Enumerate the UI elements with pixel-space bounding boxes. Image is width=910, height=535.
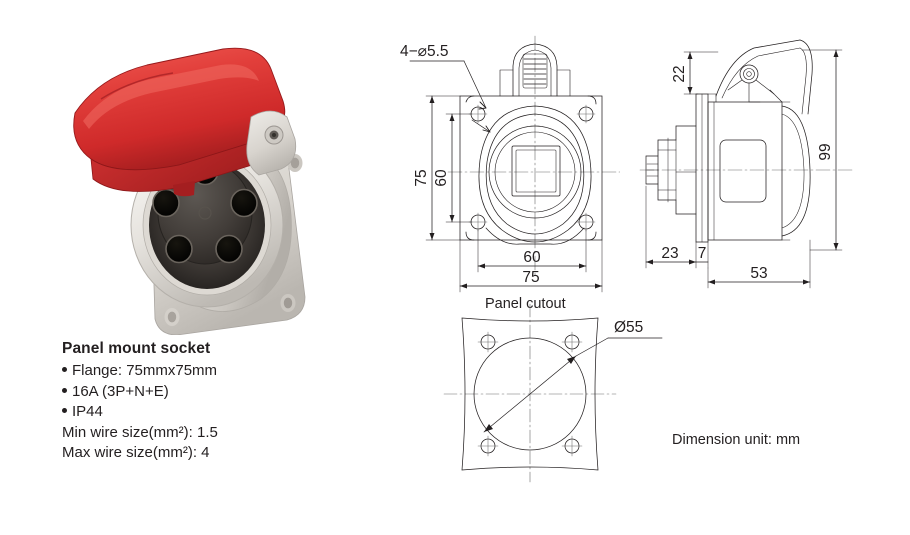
diameter-label: Ø55 xyxy=(614,319,643,336)
dim-label-99: 99 xyxy=(817,143,834,160)
dim-23 xyxy=(645,185,697,269)
spec-max-wire: Max wire size(mm²): 4 xyxy=(62,444,210,461)
spec-bullet-ip: IP44 xyxy=(62,402,342,423)
lid-arm xyxy=(715,39,801,97)
dim-60-vertical xyxy=(445,113,473,223)
dim-label-60-vertical: 60 xyxy=(433,169,450,187)
dim-60-horizontal xyxy=(477,229,587,273)
housing-body xyxy=(707,101,783,241)
cutout-mounting-holes xyxy=(477,331,583,457)
spec-bullet-rating: 16A (3P+N+E) xyxy=(62,382,342,403)
dim-99 xyxy=(801,49,843,251)
cutout-bore xyxy=(473,337,587,451)
spec-list: Panel mount socket Flange: 75mmx75mm 16A… xyxy=(62,340,342,464)
contact-block xyxy=(511,145,561,197)
diameter-leader xyxy=(483,337,663,433)
dim-7 xyxy=(695,241,709,269)
hole-callout-label: 4−⌀5.5 xyxy=(400,43,449,60)
dim-75-horizontal xyxy=(459,239,603,293)
spec-bullet-flange: Flange: 75mmx75mm xyxy=(62,361,342,382)
hinge-pivot xyxy=(739,64,759,84)
panel-cutout-drawing: Ø55 xyxy=(430,292,670,492)
front-cover xyxy=(781,105,811,237)
dim-label-7: 7 xyxy=(698,245,707,262)
spec-min-wire: Min wire size(mm²): 1.5 xyxy=(62,423,218,441)
dim-53 xyxy=(707,239,811,289)
dim-label-53: 53 xyxy=(750,265,767,282)
body-outline xyxy=(478,105,592,243)
bullet-dot-icon xyxy=(62,387,67,393)
dim-label-75-vertical: 75 xyxy=(413,169,430,186)
bullet-dot-icon xyxy=(62,408,67,413)
dim-75-vertical xyxy=(425,95,461,241)
centre-lines xyxy=(443,303,617,483)
dim-label-23: 23 xyxy=(661,245,678,262)
front-view-drawing: 4−⌀5.5 75 60 60 75 xyxy=(390,28,621,298)
dim-label-75-horizontal: 75 xyxy=(522,269,539,286)
lid-front-edge xyxy=(799,39,813,115)
product-photo xyxy=(55,35,325,335)
cable-entry xyxy=(512,43,558,97)
housing-window xyxy=(719,139,767,203)
panel-outline xyxy=(461,317,599,471)
spec-title: Panel mount socket xyxy=(62,340,211,357)
dim-label-60-horizontal: 60 xyxy=(523,249,541,266)
dim-22 xyxy=(683,51,719,95)
thread-lines xyxy=(523,58,547,85)
side-view-drawing: 22 99 23 7 53 xyxy=(632,18,882,298)
panel-cutout-title: Panel cutout xyxy=(485,296,566,312)
dimension-unit-note: Dimension unit: mm xyxy=(672,432,801,448)
dim-label-22: 22 xyxy=(671,65,688,82)
bullet-dot-icon xyxy=(62,367,67,372)
mounting-holes xyxy=(468,104,596,232)
